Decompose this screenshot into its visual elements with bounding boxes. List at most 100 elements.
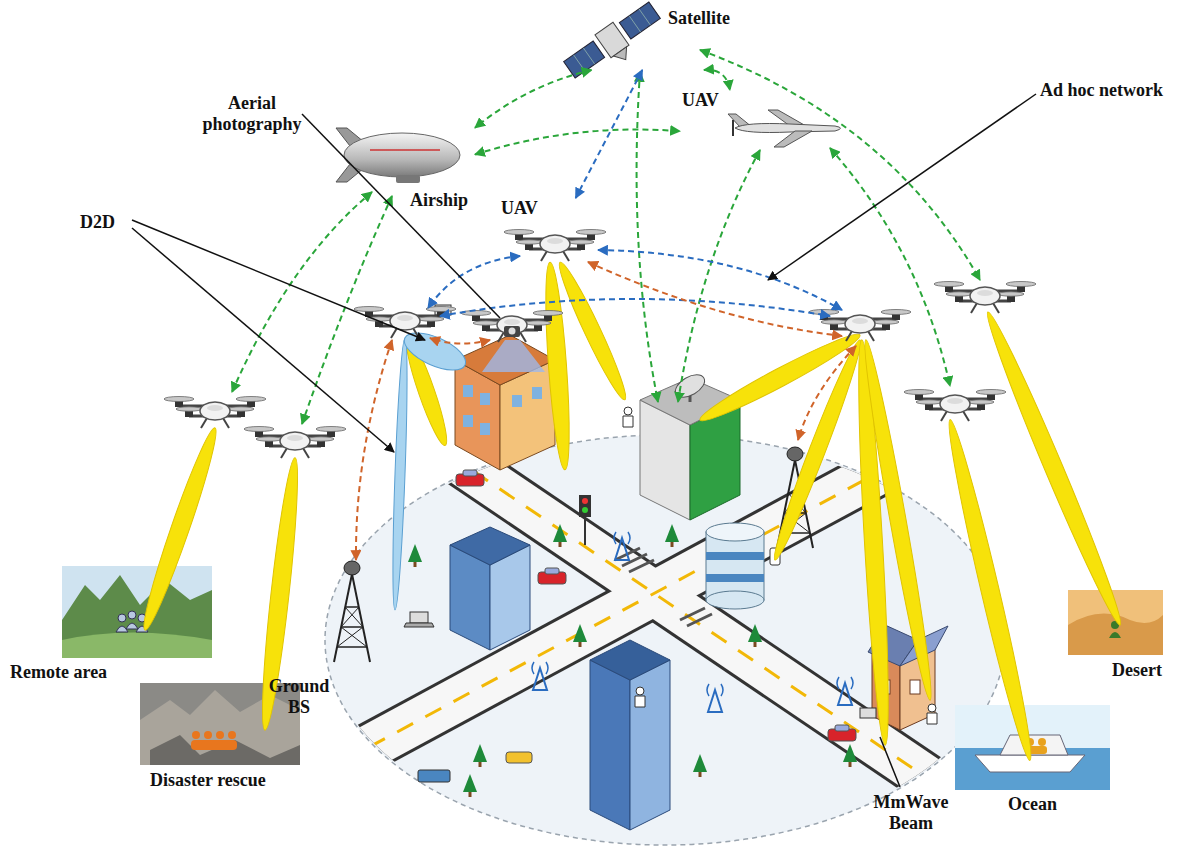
link-arrow [475, 70, 592, 128]
satellite [561, 0, 668, 89]
tree [748, 624, 762, 647]
satellite-link [302, 196, 392, 424]
drone [934, 282, 1036, 314]
uav-node: UAV [495, 198, 620, 268]
antenna [532, 662, 548, 690]
mmwave-beam [553, 259, 632, 403]
tree [573, 624, 587, 647]
callout-label: Ground BS [262, 676, 336, 718]
satellite-link [678, 150, 760, 402]
building [450, 527, 530, 565]
mmwave-beam [136, 259, 1128, 763]
airship [396, 175, 420, 183]
camera-view [482, 340, 545, 372]
building [590, 660, 630, 830]
photo-remote-area [62, 575, 212, 658]
fixed-wing-uav [735, 124, 841, 133]
ad-hoc-link [440, 299, 830, 316]
building [480, 393, 490, 405]
drone [244, 427, 346, 459]
traffic-light [584, 515, 586, 545]
satellite [639, 9, 650, 25]
mmwave-beam [136, 425, 223, 633]
drone [504, 326, 520, 337]
camera-view [482, 340, 545, 372]
airship-node: Airship [335, 110, 475, 215]
photo-disaster [140, 690, 300, 765]
photo-disaster [150, 735, 300, 765]
d2d-link [798, 346, 856, 440]
building [590, 640, 670, 680]
satellite-link [232, 50, 980, 424]
mmwave-beam [768, 337, 868, 563]
mmwave-beam [941, 418, 1038, 763]
antenna [837, 677, 853, 705]
leader-line [132, 94, 1036, 787]
scene-label: Desert [1112, 660, 1162, 681]
drone [904, 390, 1006, 422]
building [463, 415, 473, 427]
photo-disaster [228, 731, 236, 739]
photo-remote-area [116, 623, 148, 632]
drone [164, 397, 266, 429]
photo-remote-area [62, 566, 212, 658]
airship [370, 149, 440, 151]
tree [408, 524, 857, 797]
photo-ocean [1038, 738, 1046, 746]
drone [809, 310, 911, 342]
leader-line [132, 220, 425, 340]
leader-line [132, 228, 394, 452]
node-label: Airship [408, 190, 470, 211]
vehicle [418, 770, 450, 782]
photo-disaster [192, 731, 200, 739]
tree [665, 524, 679, 547]
link-arrow [576, 70, 643, 198]
traffic-light [582, 498, 588, 504]
antenna [707, 684, 723, 712]
d2d-beam [390, 325, 471, 610]
building [672, 370, 709, 402]
satellite [613, 47, 632, 64]
airship [336, 128, 460, 183]
building [630, 660, 670, 830]
person [623, 407, 633, 427]
d2d-link [588, 262, 842, 336]
photo-desert [1068, 590, 1163, 655]
photo-remote-area [62, 566, 212, 658]
tree [553, 524, 567, 547]
building [463, 385, 473, 397]
photo-remote-area [128, 611, 136, 619]
photo-ocean [955, 705, 1110, 790]
tree [408, 544, 422, 567]
photo-disaster [204, 731, 212, 739]
tree [463, 774, 477, 797]
tree [843, 744, 857, 767]
d2d-beam [390, 338, 410, 610]
device [404, 623, 434, 627]
scene-label: Ocean [1008, 794, 1057, 815]
d2d-link [430, 338, 490, 344]
drone [461, 311, 563, 343]
photo-desert [1109, 632, 1121, 638]
node-label: Satellite [666, 8, 732, 29]
ad-hoc-link [428, 256, 520, 308]
person [635, 687, 645, 707]
ad-hoc-link [598, 250, 842, 310]
d2d-link [356, 262, 856, 560]
photo-remote-area [62, 633, 212, 659]
building [480, 423, 490, 435]
tree [473, 744, 487, 767]
uav-node: UAV [680, 90, 860, 152]
callout-label: Aerial photography [188, 93, 316, 135]
person [927, 704, 937, 724]
antenna [532, 532, 853, 712]
photo-desert [1068, 590, 1163, 655]
satellite [619, 2, 660, 39]
device [410, 612, 428, 623]
photo-remote-area [118, 614, 126, 622]
node-label: UAV [680, 90, 721, 111]
leader-line [302, 114, 500, 318]
satellite [583, 48, 594, 64]
